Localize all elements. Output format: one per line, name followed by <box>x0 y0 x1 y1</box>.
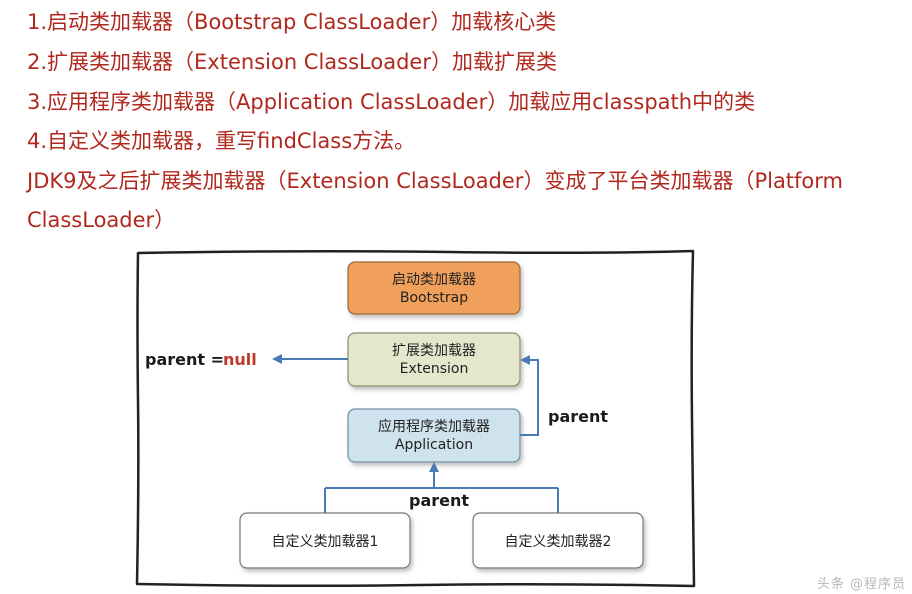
custom2-title: 自定义类加载器2 <box>505 534 612 550</box>
bootstrap-title: 启动类加载器 <box>392 272 476 288</box>
custom1-title: 自定义类加载器1 <box>272 534 379 550</box>
bootstrap-subtitle: Bootstrap <box>400 290 468 306</box>
parent-arrows <box>272 354 559 513</box>
custom2-box: 自定义类加载器2 <box>472 512 644 569</box>
extension-rect <box>347 332 521 387</box>
note-jdk9: JDK9及之后扩展类加载器（Extension ClassLoader）变成了平… <box>27 169 844 193</box>
custom-parent-label: parent <box>409 491 469 510</box>
application-title: 应用程序类加载器 <box>378 418 490 435</box>
application-parent-arrow <box>520 355 539 436</box>
application-box: 应用程序类加载器 Application <box>347 408 521 463</box>
note-jdk9-cont: ClassLoader） <box>27 208 176 232</box>
note-bootstrap: 1.启动类加载器（Bootstrap ClassLoader）加载核心类 <box>27 10 557 34</box>
extension-box: 扩展类加载器 Extension <box>347 332 521 387</box>
parent-null-prefix: parent = <box>145 350 224 369</box>
note-extension: 2.扩展类加载器（Extension ClassLoader）加载扩展类 <box>27 50 557 74</box>
custom1-box: 自定义类加载器1 <box>239 512 411 569</box>
bootstrap-rect <box>347 261 521 315</box>
extension-title: 扩展类加载器 <box>392 343 476 359</box>
application-parent-label: parent <box>548 407 608 426</box>
note-application: 3.应用程序类加载器（Application ClassLoader）加载应用c… <box>27 90 756 114</box>
note-custom: 4.自定义类加载器，重写findClass方法。 <box>27 129 416 153</box>
application-rect <box>347 408 521 463</box>
extension-subtitle: Extension <box>400 361 469 377</box>
parent-null-value: null <box>223 350 257 369</box>
application-subtitle: Application <box>395 437 473 453</box>
watermark: 头条 @程序员 <box>816 577 906 592</box>
bootstrap-box: 启动类加载器 Bootstrap <box>347 261 521 315</box>
